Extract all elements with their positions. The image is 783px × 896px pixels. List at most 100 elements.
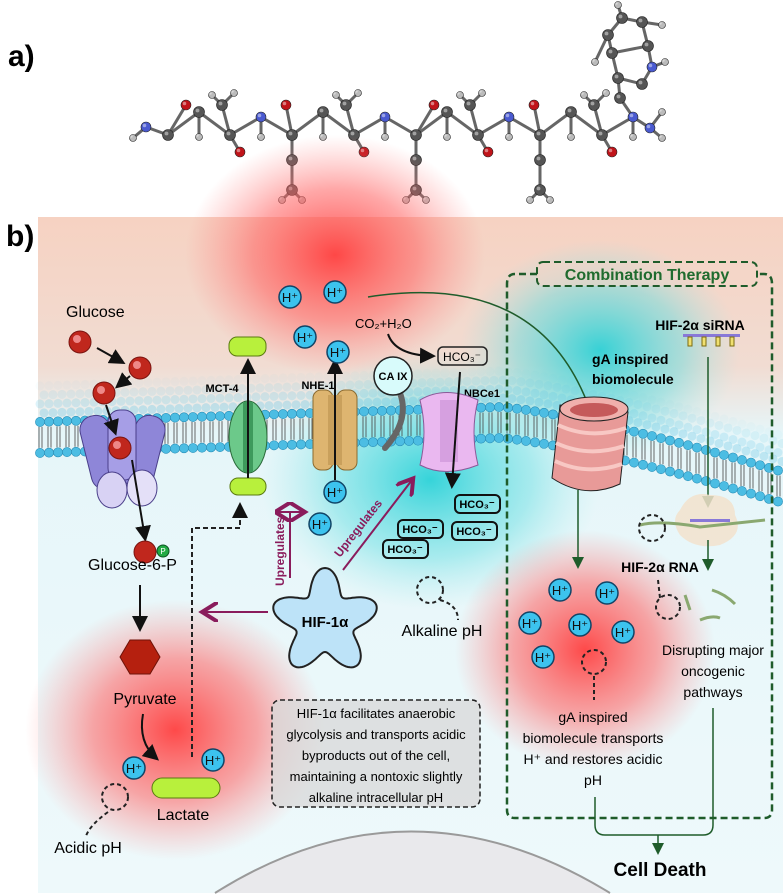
lipid-head: [737, 486, 747, 496]
svg-text:pH: pH: [584, 772, 602, 788]
lipid-head: [476, 402, 486, 413]
hydrogen-atom: [208, 91, 216, 99]
hif2a-rna-label: HIF-2α RNA: [621, 559, 699, 575]
lipid-head: [521, 405, 531, 415]
svg-text:byproducts out of the cell,: byproducts out of the cell,: [302, 748, 450, 763]
panel-a-label: a): [8, 40, 35, 73]
carbon-atom: [606, 47, 618, 59]
lipid-head: [206, 411, 216, 422]
outcome-merge-lines: [594, 708, 714, 836]
lipid-head: [629, 426, 639, 437]
lipid-head: [359, 406, 369, 417]
atom-highlight: [659, 135, 662, 138]
bond: [539, 110, 572, 137]
svg-text:HIF-1α facilitates anaerobic: HIF-1α facilitates anaerobic: [297, 706, 456, 721]
lipid-head: [377, 405, 387, 416]
proton-label: H⁺: [552, 583, 568, 598]
lipid-head: [719, 481, 729, 491]
hydrogen-atom: [456, 91, 464, 99]
lipid-head: [287, 408, 297, 419]
lipid-head: [683, 471, 693, 482]
proton-ion: H⁺: [293, 325, 317, 349]
atom-highlight: [381, 113, 386, 118]
pyruvate-label: Pyruvate: [113, 691, 176, 708]
lipid-head: [485, 433, 495, 444]
lipid-head: [647, 462, 657, 472]
proton-circle: [531, 645, 555, 669]
lipid-head: [521, 436, 531, 446]
atom-highlight: [350, 131, 355, 136]
proton-ion: H⁺: [531, 645, 555, 669]
nitrogen-atom: [627, 111, 639, 123]
carbon-atom: [636, 16, 648, 28]
nucleus-outline: [214, 830, 611, 894]
lipid-head: [44, 447, 54, 458]
proton-label: H⁺: [297, 330, 313, 345]
lipid-head: [755, 491, 765, 502]
lipid-head: [476, 433, 486, 444]
degraded-rna-fragments: [655, 579, 737, 622]
lipid-head: [71, 415, 81, 426]
ga-biomolecule-label-2: biomolecule: [592, 371, 674, 387]
atom-highlight: [257, 113, 262, 118]
lipid-head: [539, 438, 549, 449]
cell-death-label: Cell Death: [614, 860, 707, 881]
atom-highlight: [288, 131, 293, 136]
hydrogen-atom: [443, 133, 451, 141]
acidic-ph-indicator: [101, 783, 129, 811]
lipid-head: [269, 409, 279, 420]
nitrogen-atom: [140, 121, 152, 133]
nitrogen-atom: [255, 111, 267, 123]
nhe1-transporter: [312, 358, 358, 480]
lipid-head: [539, 407, 549, 418]
bond: [477, 115, 510, 137]
bond: [291, 110, 324, 137]
proton-ion: H⁺: [595, 581, 619, 605]
proton-circle: [518, 611, 542, 635]
lipid-head: [413, 435, 423, 446]
oxygen-atom: [606, 146, 618, 158]
lipid-head: [197, 442, 207, 453]
bond: [260, 115, 293, 137]
lipid-head: [755, 460, 765, 471]
atom-highlight: [536, 156, 541, 161]
atom-highlight: [598, 131, 603, 136]
lipid-head: [395, 436, 405, 447]
carbon-atom: [216, 99, 228, 111]
bond: [415, 110, 448, 137]
lactate-pill-out: [228, 336, 267, 357]
proton-label: H⁺: [327, 285, 343, 300]
lipid-head: [674, 437, 684, 448]
lipid-head: [548, 409, 558, 420]
lactate-label: Lactate: [157, 807, 210, 824]
lipid-head: [188, 443, 198, 453]
bond: [166, 104, 188, 136]
lipid-head: [404, 436, 414, 446]
lipid-head: [773, 496, 783, 507]
nitrogen-atom: [379, 111, 391, 123]
lipid-head: [296, 439, 306, 450]
proton-circle: [308, 512, 332, 536]
carbon-atom: [410, 129, 422, 141]
lipid-head: [647, 431, 657, 441]
lipid-head: [773, 465, 783, 476]
lipid-head: [170, 443, 180, 454]
svg-text:maintaining a nontoxic slightl: maintaining a nontoxic slightly: [290, 769, 463, 784]
lipid-head: [71, 446, 81, 457]
glucose-label: Glucose: [66, 304, 125, 321]
proton-circle: [595, 581, 619, 605]
proton-ion: H⁺: [518, 611, 542, 635]
atom-highlight: [355, 90, 358, 93]
lipid-head: [710, 478, 720, 489]
atom-highlight: [568, 134, 571, 137]
atom-highlight: [590, 101, 595, 106]
atom-highlight: [142, 123, 147, 128]
atom-highlight: [630, 134, 633, 137]
proton-circle: [326, 340, 350, 364]
proton-ion: H⁺: [201, 748, 225, 772]
lipid-head: [494, 433, 504, 443]
bond: [229, 115, 262, 137]
proton-circle: [122, 756, 146, 780]
lipid-head: [512, 403, 522, 414]
